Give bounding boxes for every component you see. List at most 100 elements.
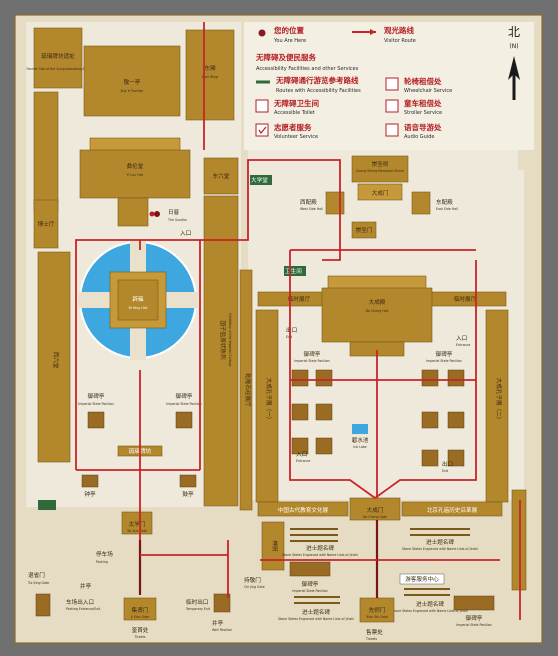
tickets-bottom-en: Tickets (365, 637, 377, 641)
stele-grid-right (421, 369, 465, 467)
parking-exit-label: 车场出入口 (66, 598, 94, 606)
exit-right-en: Exit (442, 469, 449, 473)
liutang-west-label: 西六堂 (52, 352, 60, 369)
legend-audio-cn: 语音导游处 (404, 122, 442, 132)
stele-left-label: 御碑亭 (88, 392, 105, 400)
yubeiting-b2-en: Imperial Stele Pavilion (456, 623, 491, 627)
stele-pavilion-right (175, 411, 193, 429)
toilet-mid-label: 卫生间 (285, 267, 302, 275)
xianshi-label: 先师门 (369, 606, 386, 614)
liutang-west (37, 251, 71, 463)
temp-hall-right-label: 临时展厅 (454, 295, 477, 303)
legend-audio-icon (385, 123, 399, 137)
east-corridor-college (203, 195, 239, 507)
legend-volunteer-icon (255, 123, 269, 137)
legend-volunteer-cn: 志愿者服务 (274, 122, 312, 132)
chongsheng-gate-label: 崇圣门 (356, 226, 373, 234)
xipeidian-en: West Side Hall (300, 207, 323, 211)
jingyi-label: 敬一亭 (124, 78, 141, 86)
biyong-label: 辟雍 (132, 295, 144, 303)
stele-r6 (447, 449, 465, 467)
jinshi-left-label: 进士题名碑 (306, 544, 334, 552)
drum-pavilion (179, 474, 197, 488)
visitor-center-sign (399, 573, 445, 585)
sundial-label: 日晷 (168, 209, 180, 216)
tuixing-label: 退省门 (28, 571, 45, 579)
legend-wheelchair-icon (385, 77, 399, 91)
stele-grid-left (291, 369, 333, 455)
yubeiting-b-en: Imperial Stele Pavilion (292, 589, 327, 593)
jinshi-bottom2-en: Stone Steles Engraved with Name Lists of… (392, 609, 468, 613)
chongsheng-gate (351, 221, 377, 239)
temp-hall-left-label: 临时展厅 (288, 295, 311, 303)
drum-label: 鼓亭 (182, 490, 194, 498)
west-hall-building (33, 199, 59, 249)
exhibit-en: Exhibition of the Imperial College (228, 313, 232, 366)
jinshi-l-row2 (290, 534, 338, 536)
jinshi-right-label: 进士题名碑 (426, 538, 454, 546)
well-left-label: 井亭 (80, 582, 92, 590)
dongfang-building (185, 29, 235, 121)
taixue-gate (121, 511, 153, 535)
dongfang-label: 东厢 (204, 64, 216, 72)
toilet-left-marker (38, 500, 56, 510)
stele-pav-top-en: Imperial Stele Pavilion (294, 359, 329, 363)
dacheng-gate-en: Da Cheng Gate (363, 515, 387, 519)
legend-facilities-en: Accessibility Facilities and other Servi… (256, 66, 359, 72)
stele-r4 (447, 411, 465, 429)
legend-toilet-en: Accessible Toilet (274, 110, 315, 116)
legend-you-are-here-icon (258, 29, 266, 37)
jinshi-right-en: Stone Steles Engraved with Name Lists of… (402, 547, 478, 551)
stele-right-label: 御碑亭 (176, 392, 193, 400)
north-cn: 北 (508, 25, 520, 39)
map-border (14, 14, 543, 644)
ruins-building (33, 27, 83, 89)
history-hall-label: 北京孔庙历史沿革展 (427, 506, 478, 514)
stele-l1 (291, 369, 309, 387)
west-corridor-top (33, 91, 59, 213)
xianshi-en: Xian Shi Gate (366, 615, 388, 619)
jinshi-b-row1 (294, 596, 340, 598)
legend-you-are-here-cn: 您的位置 (274, 25, 304, 35)
yubeiting-b2-label: 御碑亭 (466, 614, 483, 622)
visitor-center-label: 游客服务中心 (405, 575, 439, 583)
dongfang-en: East Wing (202, 75, 218, 79)
stele-pav-top2-label: 御碑亭 (436, 350, 453, 358)
route-temple-east (374, 260, 477, 499)
legend-stroller-icon (385, 99, 399, 113)
yubeiting-bottom-right (453, 595, 495, 611)
xianshi-gate (359, 597, 395, 623)
exit-mid-label: 出口 (286, 326, 297, 334)
legend-toilet-cn: 无障碍卫生间 (273, 98, 319, 108)
yubeiting-b-label: 御碑亭 (302, 580, 319, 588)
ink-lake-label: 碧水池 (352, 436, 369, 444)
route-college-loop (75, 239, 201, 470)
stele-r2 (447, 369, 465, 387)
bell-pavilion (81, 474, 99, 488)
temp-exit-en: Temporary Exit (185, 607, 211, 611)
west-hall-label: 博士厅 (38, 220, 55, 228)
yubeiting-bottom-left (289, 561, 331, 577)
entrance-right-label: 入口 (456, 335, 467, 342)
dongpeidian-label: 东配殿 (436, 198, 453, 206)
dacheng-label: 大成殿 (369, 298, 386, 306)
chijing-label: 持敬门 (244, 576, 261, 584)
jinshi-steles-left (290, 528, 338, 542)
toilet-top-marker (250, 175, 272, 185)
well-pavilion-b (213, 593, 231, 613)
legend-facilities-cn: 无障碍及便民服务 (255, 52, 316, 62)
legend-access-route-en: Routes with Accessibility Facilities (276, 88, 361, 94)
legend-route-arrow-icon (370, 29, 376, 35)
taixue-label: 太学门 (129, 520, 146, 528)
jinshi-r-row1 (410, 528, 470, 530)
toilet-top-label: 大学堂 (251, 176, 268, 184)
stele-right-en: Imperial Stele Pavilion (166, 402, 201, 406)
jixian-label: 集贤门 (132, 606, 149, 614)
chongsheng-label: 崇圣祠 (372, 160, 389, 168)
tickets-left-en: Tickets (133, 635, 145, 639)
jinshi-steles-bottom (294, 588, 450, 604)
entrance-mid-label: 入口 (296, 451, 307, 458)
east-hall-college (203, 157, 239, 195)
dongliutang-label: 东六堂 (213, 172, 230, 180)
history-hall (401, 501, 503, 517)
